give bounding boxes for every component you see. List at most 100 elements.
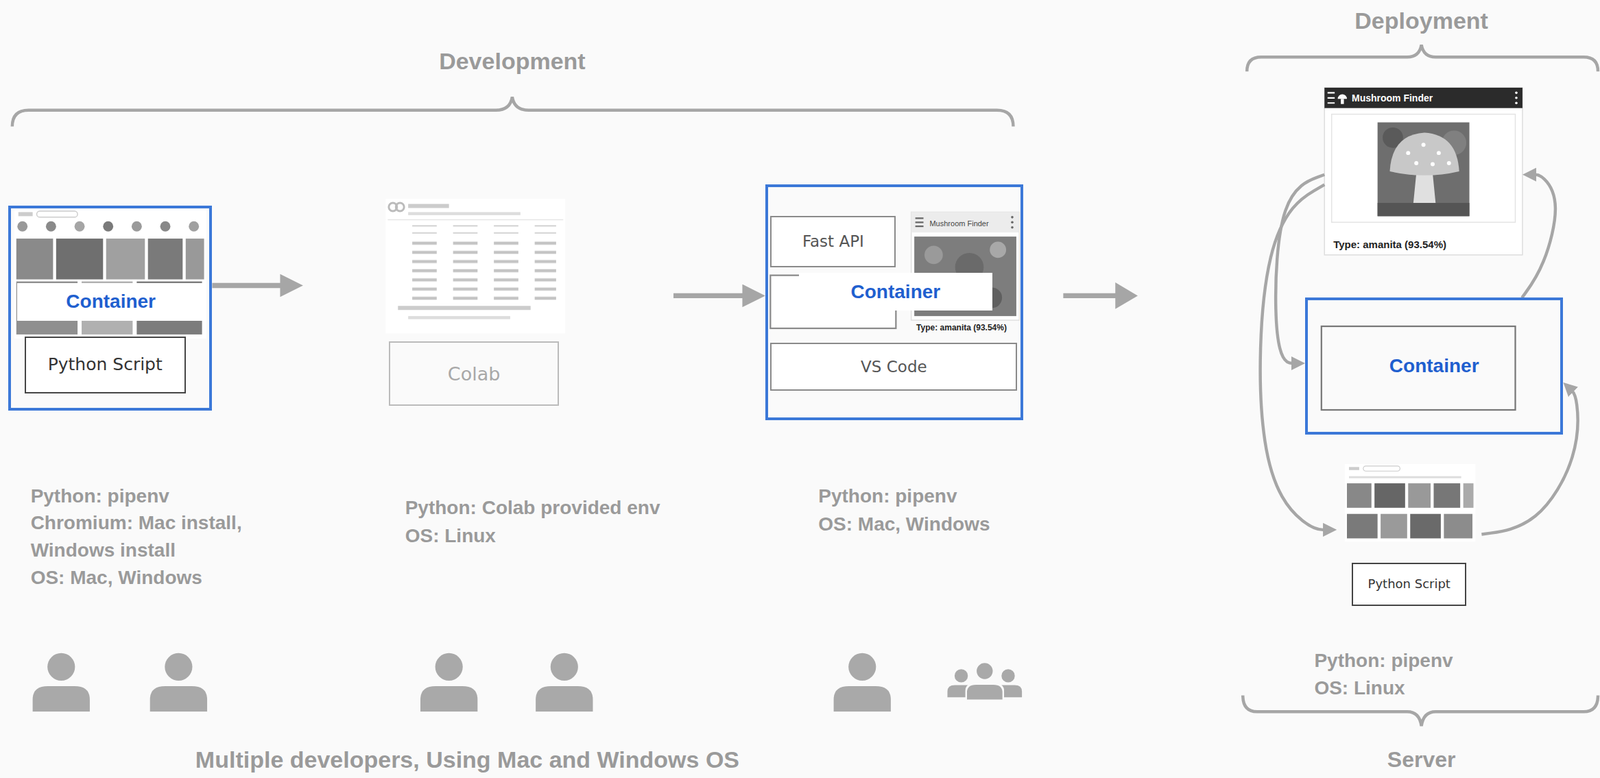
search-screenshot <box>45 221 57 232</box>
text-tag: Container <box>17 283 206 321</box>
brace <box>12 44 1598 727</box>
colab-screenshot <box>403 236 557 302</box>
search-screenshot <box>37 211 79 218</box>
colab-screenshot <box>387 219 564 221</box>
app-window <box>1327 92 1335 103</box>
search-screenshot <box>185 238 205 280</box>
app-screenshot <box>1010 216 1014 219</box>
colab-screenshot <box>403 225 557 234</box>
text-frame: Python Script <box>26 338 185 393</box>
colab-screenshot <box>408 211 521 215</box>
app-window <box>1413 173 1437 205</box>
search-screenshot <box>102 221 114 232</box>
search-screenshot <box>1348 467 1360 470</box>
stage-arrow <box>1063 282 1138 310</box>
box-label: Colab <box>447 363 501 385</box>
search-screenshot <box>131 221 142 232</box>
container-box: Python Script Container <box>8 205 213 411</box>
node-label: Container <box>851 281 941 304</box>
colab-screenshot <box>397 305 531 310</box>
search-screenshot <box>1433 483 1461 509</box>
box-label: Fast API <box>802 232 865 251</box>
section-title: Development <box>438 48 586 75</box>
search-screenshot <box>106 238 146 280</box>
person-icon <box>535 653 593 713</box>
search-screenshot <box>1363 466 1401 472</box>
flow-arrow <box>1521 174 1556 299</box>
search-screenshot <box>1344 464 1476 542</box>
container-box: Container <box>1305 297 1563 435</box>
app-window <box>1340 98 1344 104</box>
app-window <box>1405 150 1411 155</box>
search-screenshot <box>1348 476 1462 479</box>
app-window <box>1514 96 1518 100</box>
search-screenshot <box>160 221 171 232</box>
app-screenshot <box>1010 221 1014 225</box>
search-screenshot <box>74 221 86 232</box>
stage-arrow <box>1063 293 1120 299</box>
person-icon <box>420 653 478 713</box>
search-screenshot <box>1374 483 1406 509</box>
env-note: OS: Mac, Windows <box>30 564 203 592</box>
app-panel: Mushroom FinderType: amanita (93.54%) <box>1324 87 1523 256</box>
text-tag: Python Script <box>1351 563 1467 606</box>
env-note: OS: Mac, Windows <box>818 510 990 539</box>
colab-screenshot <box>408 204 450 209</box>
person-icon <box>150 653 208 713</box>
app-window <box>1324 87 1523 256</box>
app-screenshot <box>911 211 1020 233</box>
flow-arrow <box>1481 390 1578 535</box>
flow-arrow <box>673 293 747 299</box>
script-stage: Python Script <box>1336 458 1482 610</box>
search-screenshot <box>1463 483 1474 509</box>
app-screenshot <box>770 211 1020 329</box>
node-label: Type: amanita (93.54%) <box>1333 238 1447 251</box>
app-screenshot <box>924 245 943 265</box>
text-frame: VS Code <box>771 344 1016 390</box>
section-title: Server <box>1387 747 1456 773</box>
script-box: Python Script <box>24 336 186 394</box>
colab-screenshot <box>408 316 511 319</box>
env-note: Chromium: Mac install, Windows install <box>30 509 292 565</box>
app-screenshot <box>1010 226 1014 230</box>
colab-stage: Colab <box>303 194 674 411</box>
person-icon <box>833 653 891 713</box>
search-screenshot <box>188 221 199 232</box>
box-label: VS Code <box>860 357 928 376</box>
search-screenshot <box>1344 464 1476 542</box>
tool-box: VS Code <box>770 342 1018 391</box>
app-window <box>1331 114 1516 223</box>
app-window <box>1436 150 1441 155</box>
prediction-text: Type: amanita (93.54%) <box>916 323 1007 333</box>
text-tag: Container <box>798 272 994 311</box>
text-frame: Container <box>1307 300 1561 432</box>
node-label: Container <box>65 290 156 313</box>
app-window <box>1324 87 1523 109</box>
text-tag: Mushroom Finder <box>1348 87 1502 109</box>
app-window <box>1377 122 1470 217</box>
tool-box: Fast API <box>770 216 896 267</box>
colab-screenshot <box>385 198 566 334</box>
app-window <box>1430 162 1435 167</box>
person-icon <box>32 653 891 713</box>
search-screenshot <box>14 209 207 339</box>
search-screenshot <box>1346 483 1372 509</box>
flow-arrow <box>1275 174 1325 364</box>
text-tag: Colab <box>388 341 559 407</box>
app-window <box>1377 203 1470 217</box>
group-icon <box>947 662 1022 701</box>
search-screenshot <box>1407 483 1431 509</box>
stage-arrow <box>1115 282 1138 310</box>
screenshot-title: Mushroom Finder <box>929 219 989 228</box>
container-inner <box>1321 326 1516 411</box>
brace <box>1246 44 1598 72</box>
flow-arrow <box>211 283 285 289</box>
search-screenshot <box>56 238 103 280</box>
search-screenshot <box>1380 514 1408 540</box>
search-screenshot <box>1346 514 1378 540</box>
app-window <box>1421 142 1426 147</box>
app-window <box>1447 161 1452 166</box>
container-inner <box>1321 326 1516 411</box>
app-screenshot <box>915 218 924 227</box>
